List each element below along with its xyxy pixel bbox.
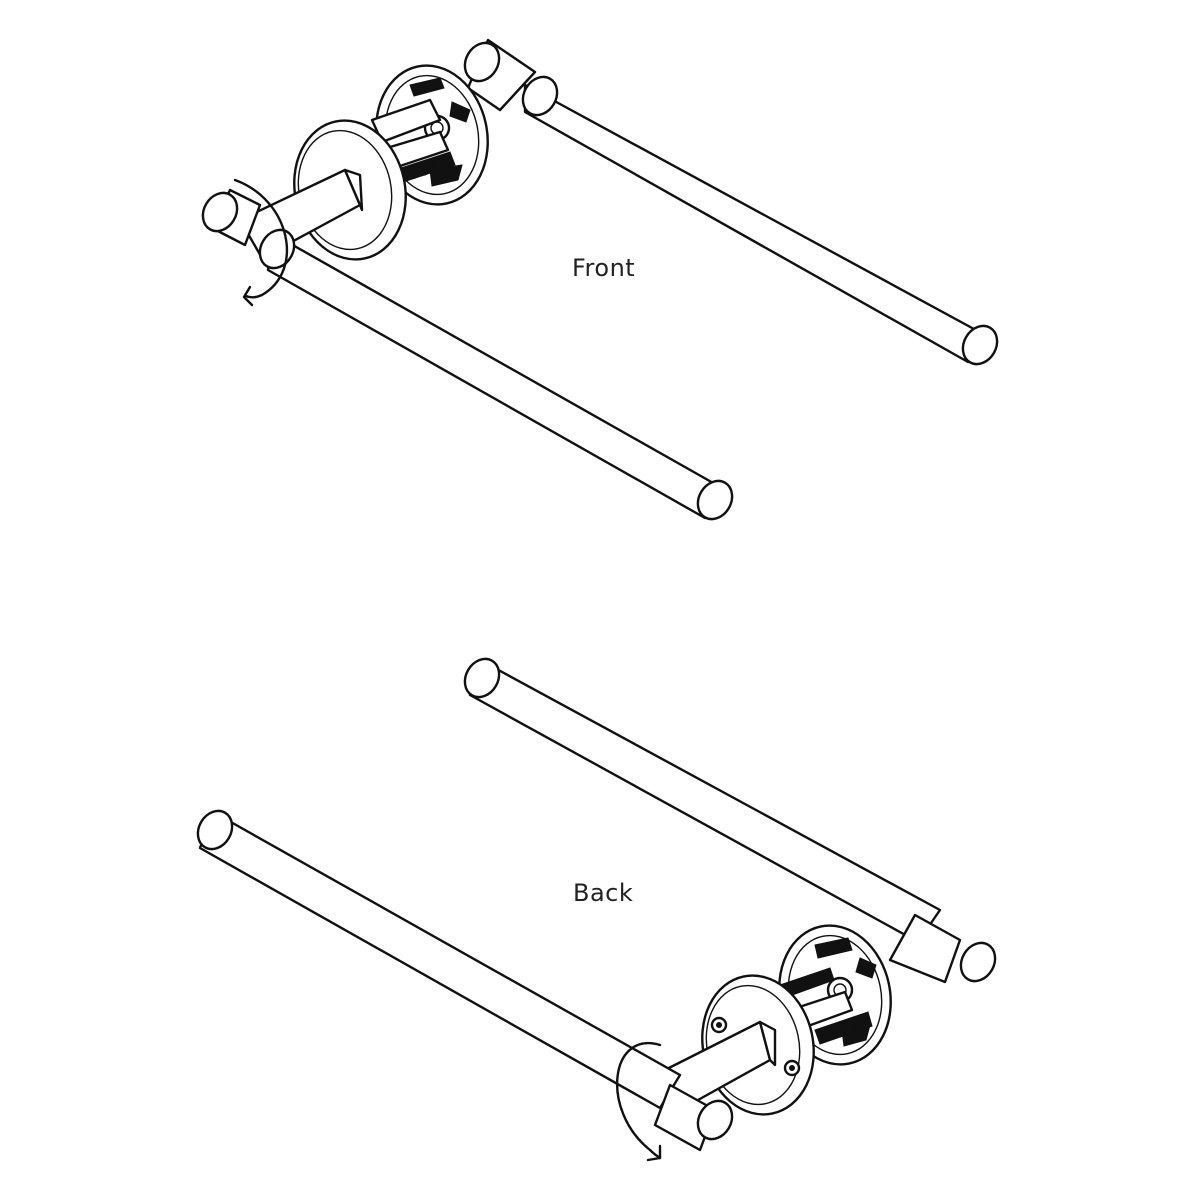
back-upper-bar — [463, 657, 997, 984]
back-view — [196, 657, 997, 1162]
front-view-label: Front — [572, 254, 636, 282]
front-rotation-arrow — [233, 178, 288, 307]
front-rear-lever — [463, 38, 999, 366]
back-lever — [196, 809, 777, 1152]
back-rotation-arrow — [615, 1042, 662, 1162]
front-lever — [201, 168, 734, 521]
back-view-label: Back — [573, 879, 634, 907]
front-view — [201, 38, 999, 521]
